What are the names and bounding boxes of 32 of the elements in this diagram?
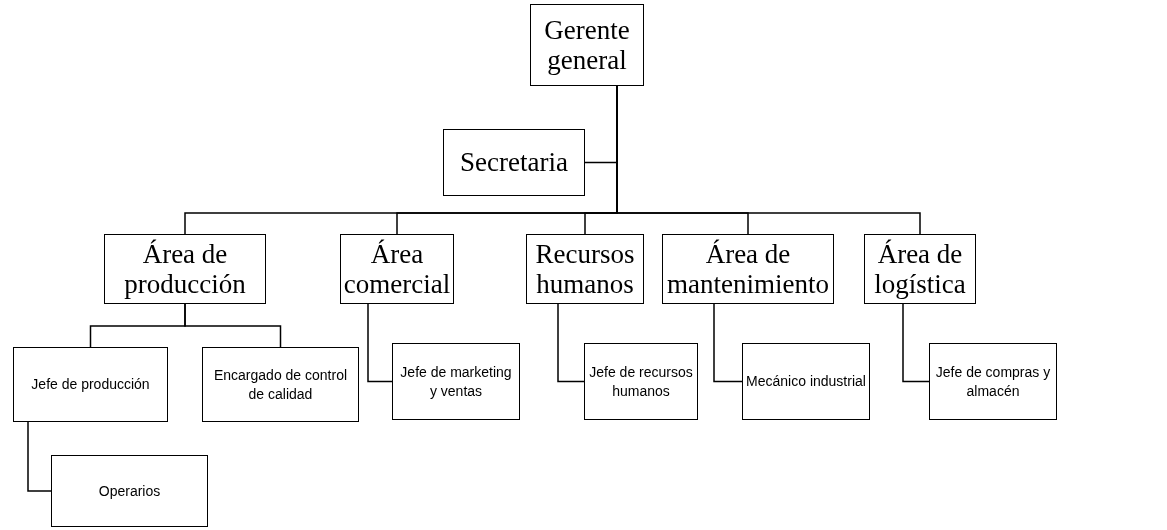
- box-label: Gerente general: [543, 14, 631, 76]
- box-label: Área comercial: [343, 238, 451, 300]
- department-box: [526, 234, 644, 304]
- box-label: Jefe de compras y almacén: [934, 362, 1052, 401]
- role-box: [584, 343, 698, 420]
- box-label: Recursos humanos: [534, 238, 636, 300]
- connector-line: [902, 303, 930, 383]
- connector-line: [184, 303, 282, 348]
- role-box: [929, 343, 1057, 420]
- department-box: [864, 234, 976, 304]
- connector-line: [557, 303, 585, 383]
- box-label: Área de mantenimiento: [666, 238, 830, 300]
- box-label: Jefe de marketing y ventas: [399, 362, 513, 401]
- box-label: Operarios: [98, 481, 161, 501]
- department-box: [530, 4, 644, 86]
- role-box: [742, 343, 870, 420]
- box-label: Jefe de recursos humanos: [588, 362, 694, 401]
- box-label: Área de producción: [123, 238, 247, 300]
- box-label: Área de logística: [873, 238, 967, 300]
- box-label: Jefe de producción: [31, 375, 150, 394]
- connector-line: [27, 421, 52, 492]
- box-label: Secretaria: [460, 147, 568, 178]
- department-box: [104, 234, 266, 304]
- connector-line: [367, 303, 393, 383]
- box-label: Mecánico industrial: [746, 372, 866, 391]
- role-box: [202, 347, 359, 422]
- role-box: [51, 455, 208, 527]
- box-label: Encargado de control de calidad: [212, 365, 349, 404]
- connector-line: [713, 303, 743, 383]
- role-box: [392, 343, 520, 420]
- role-box: [13, 347, 168, 422]
- department-box: [443, 129, 585, 196]
